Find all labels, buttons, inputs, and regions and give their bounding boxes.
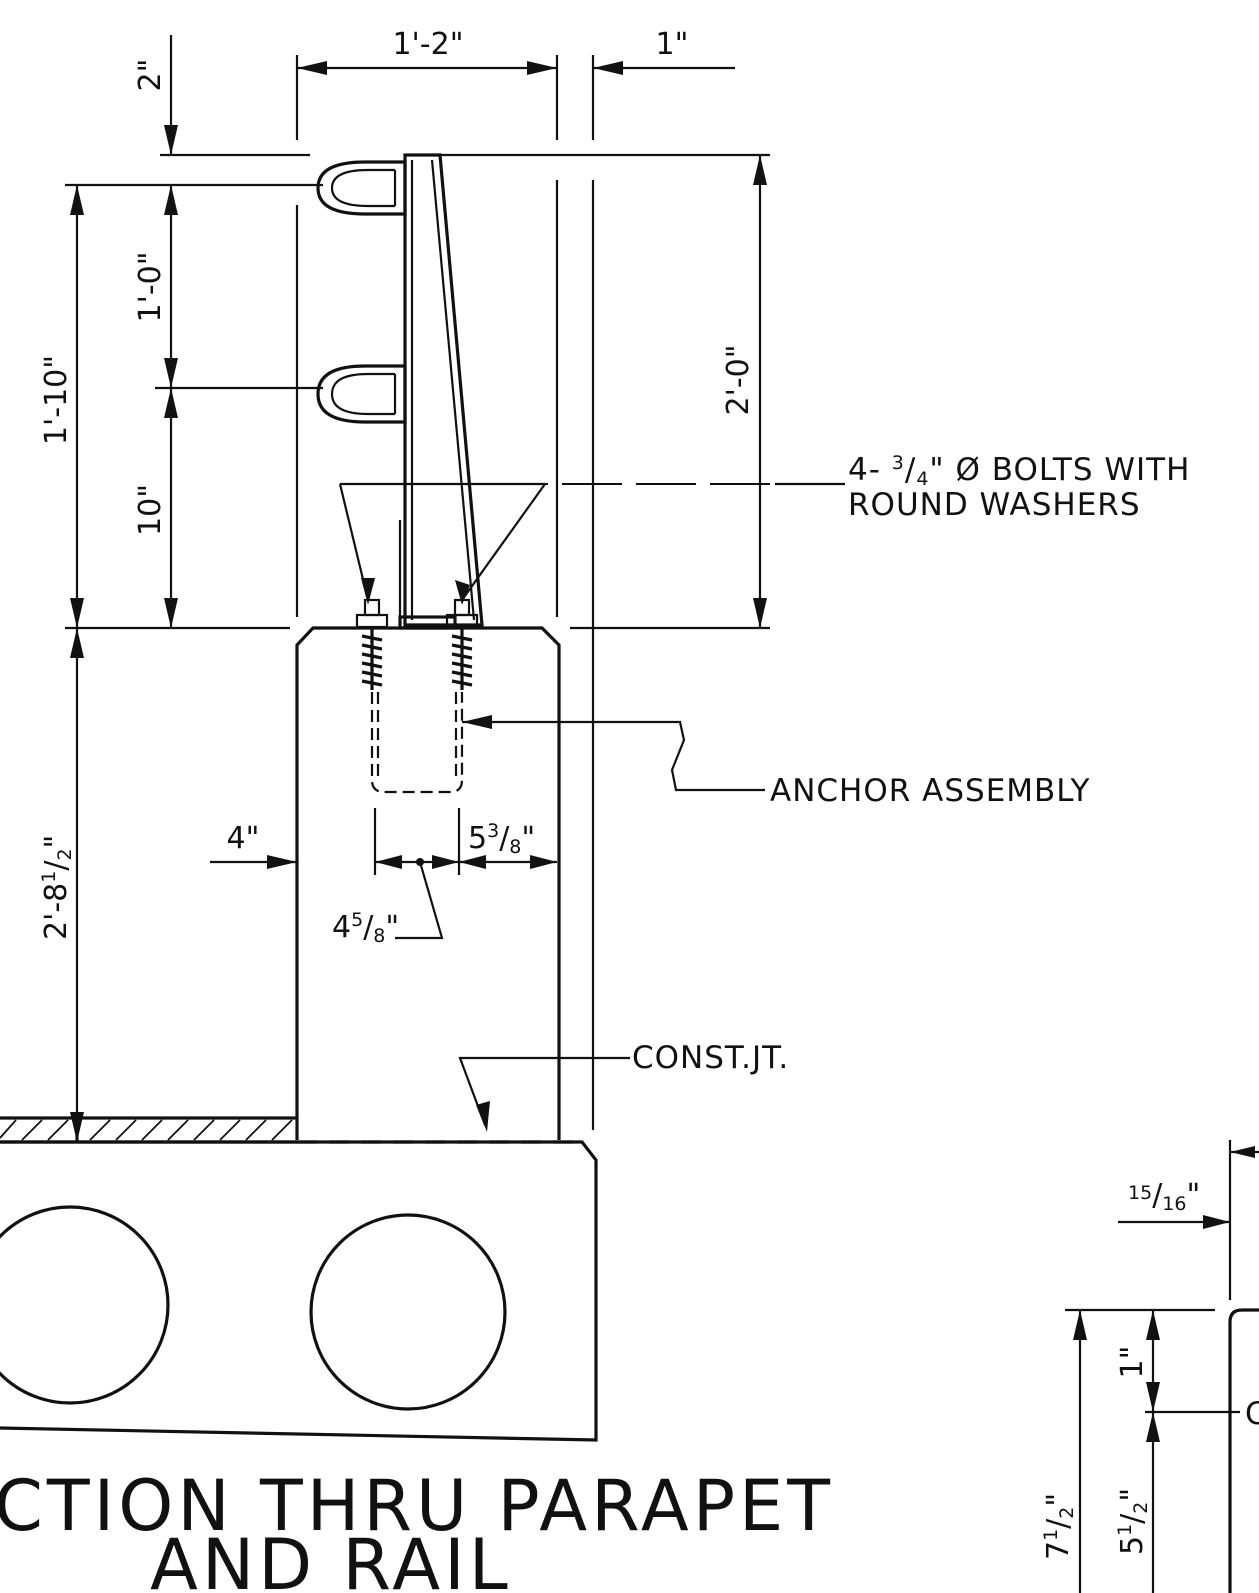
dim-anchor-edge-num: 3 <box>487 820 499 842</box>
dim-face-offset: 4" <box>210 821 297 869</box>
dim-post-height: 2'-0" <box>721 155 767 628</box>
title-line-1: CTION THRU PARAPET <box>0 1465 834 1547</box>
const-joint-label: CONST.JT. <box>632 1040 789 1076</box>
anchor-assembly-label: ANCHOR ASSEMBLY <box>770 773 1090 809</box>
detail-fraction-label: 15/16" <box>1128 1178 1200 1215</box>
dim-anchor-edge-whole: 5 <box>468 821 487 856</box>
title-line-2: AND RAIL <box>150 1524 512 1593</box>
dim-rail-width-label: 1'-2" <box>392 27 463 62</box>
construction-joint: CONST.JT. <box>297 1040 789 1144</box>
bolt-note-num: 3 <box>892 452 905 474</box>
detail-cut-letter: C <box>1245 1396 1259 1432</box>
bolt-note: 4- 3/4" Ø BOLTS WITH ROUND WASHERS <box>775 452 1190 523</box>
upper-rail <box>316 160 407 216</box>
detail-frac-inch: " <box>1186 1178 1200 1213</box>
dim-post-height-label: 2'-0" <box>721 344 756 415</box>
dim-anchor-edge-den: 8 <box>509 836 521 858</box>
dim-parapet-height: 2'-81/2" <box>38 628 84 1142</box>
detail-five-whole: 5 <box>1115 1536 1150 1555</box>
dim-anchor-spacing-label: 45/8" <box>332 909 399 947</box>
section-title: CTION THRU PARAPET AND RAIL <box>0 1465 834 1593</box>
detail-frac-num: 15 <box>1128 1182 1152 1204</box>
box-beam <box>0 1140 598 1442</box>
anchor-assembly-leader: ANCHOR ASSEMBLY <box>462 715 1090 809</box>
dim-face-offset-label: 4" <box>227 821 260 856</box>
dim-parapet-den: 2 <box>54 848 76 860</box>
dim-anchor-spacing-whole: 4 <box>332 910 351 945</box>
dim-rail-height: 1'-10" <box>39 185 84 628</box>
bolt-note-suffix: " Ø BOLTS WITH <box>929 452 1190 488</box>
anchor-assembly-hidden <box>370 692 464 794</box>
dim-top-gap: 2" <box>133 35 178 155</box>
bolt-note-line1: 4- 3/4" Ø BOLTS WITH <box>848 452 1190 490</box>
detail-seven-inch: " <box>1041 1493 1076 1507</box>
dim-parapet-main: 2'-8 <box>39 883 74 940</box>
detail-five-den: 2 <box>1130 1502 1152 1514</box>
bolt-note-den: 4 <box>916 468 929 490</box>
dim-parapet-height-label: 2'-81/2" <box>38 835 76 940</box>
dim-rail-spacing-label: 1'-0" <box>133 251 168 322</box>
detail-one-inch-label: 1" <box>1115 1346 1150 1379</box>
detail-seven-half-label: 71/2" <box>1040 1493 1078 1560</box>
deck-slab <box>0 1116 297 1144</box>
dim-anchor-edge-inch: " <box>521 821 535 856</box>
dim-top-gap-label: 2" <box>133 59 168 92</box>
dim-parapet-num: 1 <box>38 871 60 883</box>
dim-rail-spacing: 1'-0" 10" <box>133 185 178 628</box>
detail-seven-num: 1 <box>1040 1529 1062 1541</box>
dim-offset: 1" <box>593 27 735 75</box>
bolt-note-prefix: 4- <box>848 452 892 488</box>
dim-anchor-spacing-inch: " <box>385 910 399 945</box>
dim-anchor-spacing-num: 5 <box>351 909 363 931</box>
void-left <box>0 1205 170 1405</box>
dim-anchor-spacing: 45/8" 53/8" <box>332 808 557 947</box>
bolt-note-line2: ROUND WASHERS <box>848 487 1141 523</box>
dim-rail-height-label: 1'-10" <box>39 355 74 445</box>
void-right <box>309 1213 507 1411</box>
extension-lines <box>65 55 770 1130</box>
anchor-bolt-right <box>445 598 479 690</box>
detail-frac-den: 16 <box>1162 1193 1186 1215</box>
lower-rail <box>316 364 407 424</box>
rail-post <box>398 153 484 630</box>
detail-seven-den: 2 <box>1056 1507 1078 1519</box>
dim-lower-rail-label: 10" <box>133 484 168 536</box>
dim-anchor-edge-label: 53/8" <box>468 820 535 858</box>
anchor-bolt-left <box>355 598 389 690</box>
dim-offset-label: 1" <box>656 27 689 62</box>
detail-five-inch: " <box>1115 1488 1150 1502</box>
bolt-callout-leaders <box>338 482 546 605</box>
detail-five-half-label: 51/2" <box>1114 1488 1152 1555</box>
detail-five-num: 1 <box>1114 1524 1136 1536</box>
dim-parapet-tail: " <box>39 835 74 849</box>
partial-detail: 15/16" C 1" 71/2" 51/2" <box>1040 1140 1259 1593</box>
dim-rail-width: 1'-2" <box>297 27 557 75</box>
detail-seven-whole: 7 <box>1041 1541 1076 1560</box>
parapet-wall <box>295 626 561 1140</box>
dim-anchor-spacing-den: 8 <box>373 925 385 947</box>
